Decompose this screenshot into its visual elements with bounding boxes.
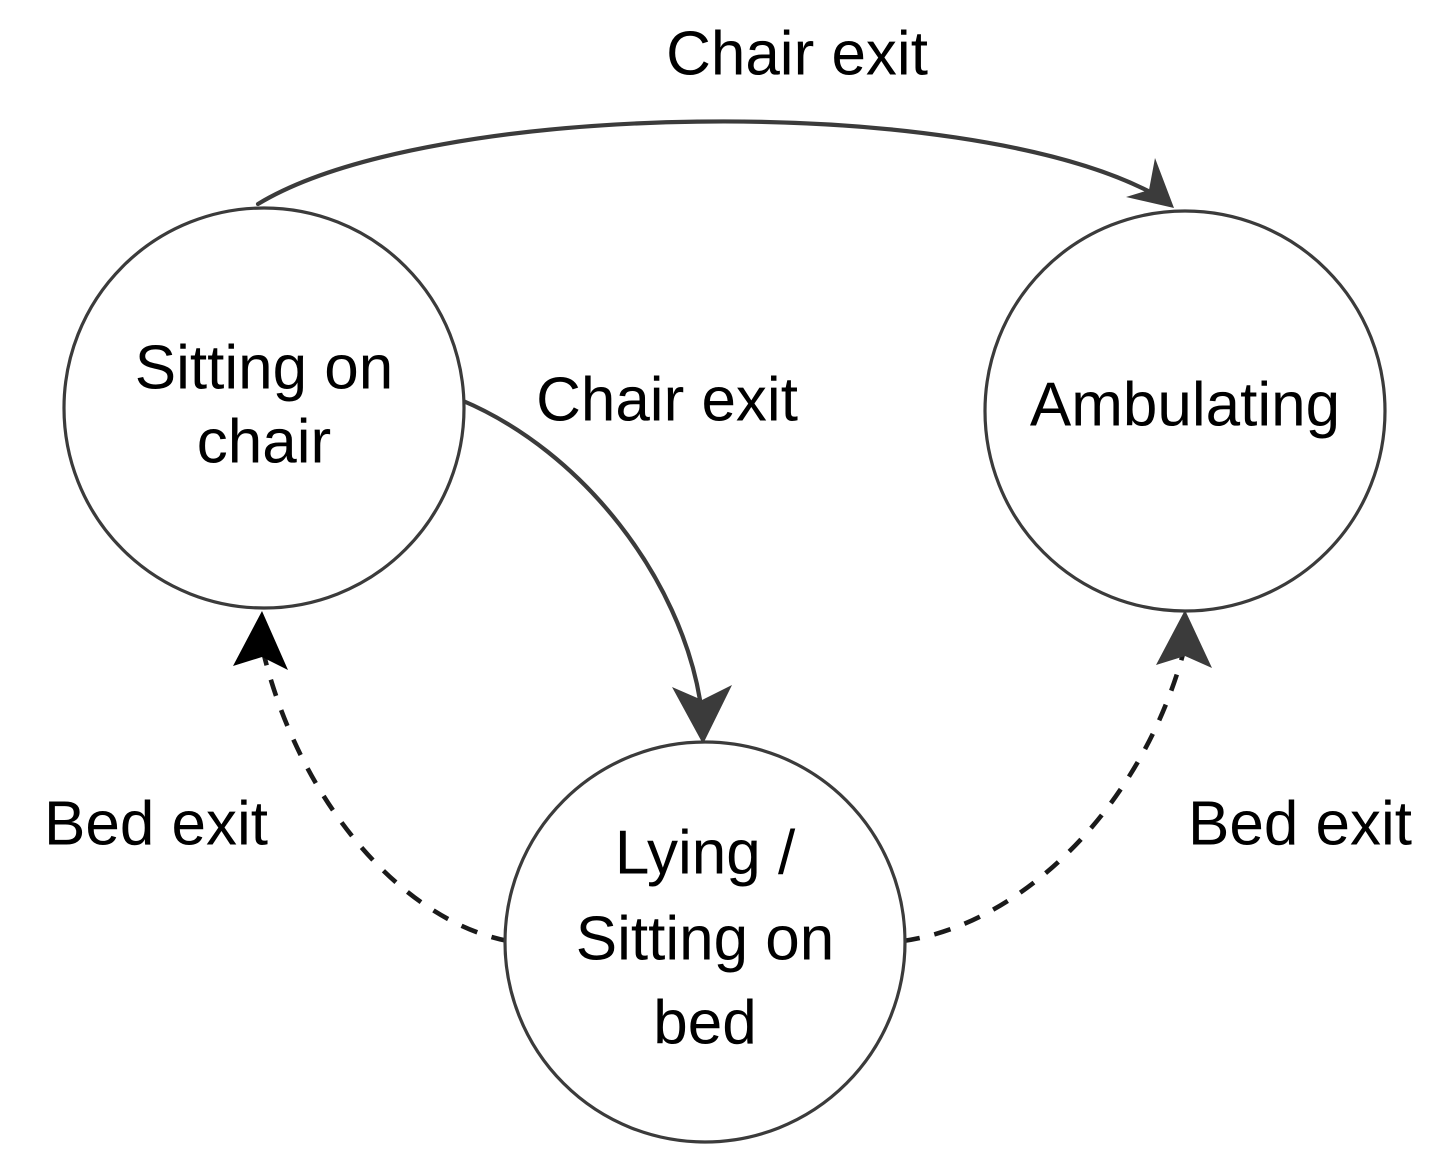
edge-bed-to-chair[interactable] [233, 611, 509, 944]
node-ambulating[interactable]: Ambulating [983, 209, 1387, 613]
edge-chair-to-ambulating-path [255, 119, 1155, 207]
node-sitting-on-chair-label-line2: chair [197, 407, 331, 476]
node-sitting-on-chair[interactable]: Sitting on chair [62, 206, 466, 610]
node-lying-sitting-on-bed-circle [503, 740, 907, 1144]
edge-chair-to-bed-path [458, 397, 703, 703]
node-lying-sitting-on-bed[interactable]: Lying / Sitting on bed [503, 740, 907, 1144]
edge-chair-to-bed[interactable] [458, 397, 732, 744]
node-sitting-on-chair-circle [62, 206, 466, 610]
edge-bed-to-ambulating[interactable] [902, 610, 1212, 944]
node-lying-sitting-on-bed-label-line3: bed [653, 988, 756, 1057]
edge-bed-to-ambulating-path [902, 653, 1186, 944]
edge-chair-to-bed-arrowhead [672, 685, 732, 744]
node-ambulating-label: Ambulating [1030, 370, 1340, 439]
edge-bed-to-ambulating-arrowhead [1156, 610, 1212, 668]
edge-label-chair-to-ambulating: Chair exit [666, 19, 928, 88]
edge-label-bed-to-ambulating: Bed exit [1188, 789, 1412, 858]
edge-bed-to-chair-path [261, 654, 509, 944]
edge-label-chair-to-bed: Chair exit [536, 365, 798, 434]
node-ambulating-circle [983, 209, 1387, 613]
edge-chair-to-ambulating-arrowhead [1126, 158, 1174, 208]
edge-chair-to-ambulating[interactable] [255, 119, 1174, 208]
edge-bed-to-chair-arrowhead [233, 611, 288, 670]
edge-label-bed-to-chair: Bed exit [44, 789, 268, 858]
node-lying-sitting-on-bed-label-line1: Lying / [615, 818, 796, 887]
node-sitting-on-chair-label-line1: Sitting on [135, 333, 394, 402]
node-lying-sitting-on-bed-label-line2: Sitting on [576, 904, 835, 973]
